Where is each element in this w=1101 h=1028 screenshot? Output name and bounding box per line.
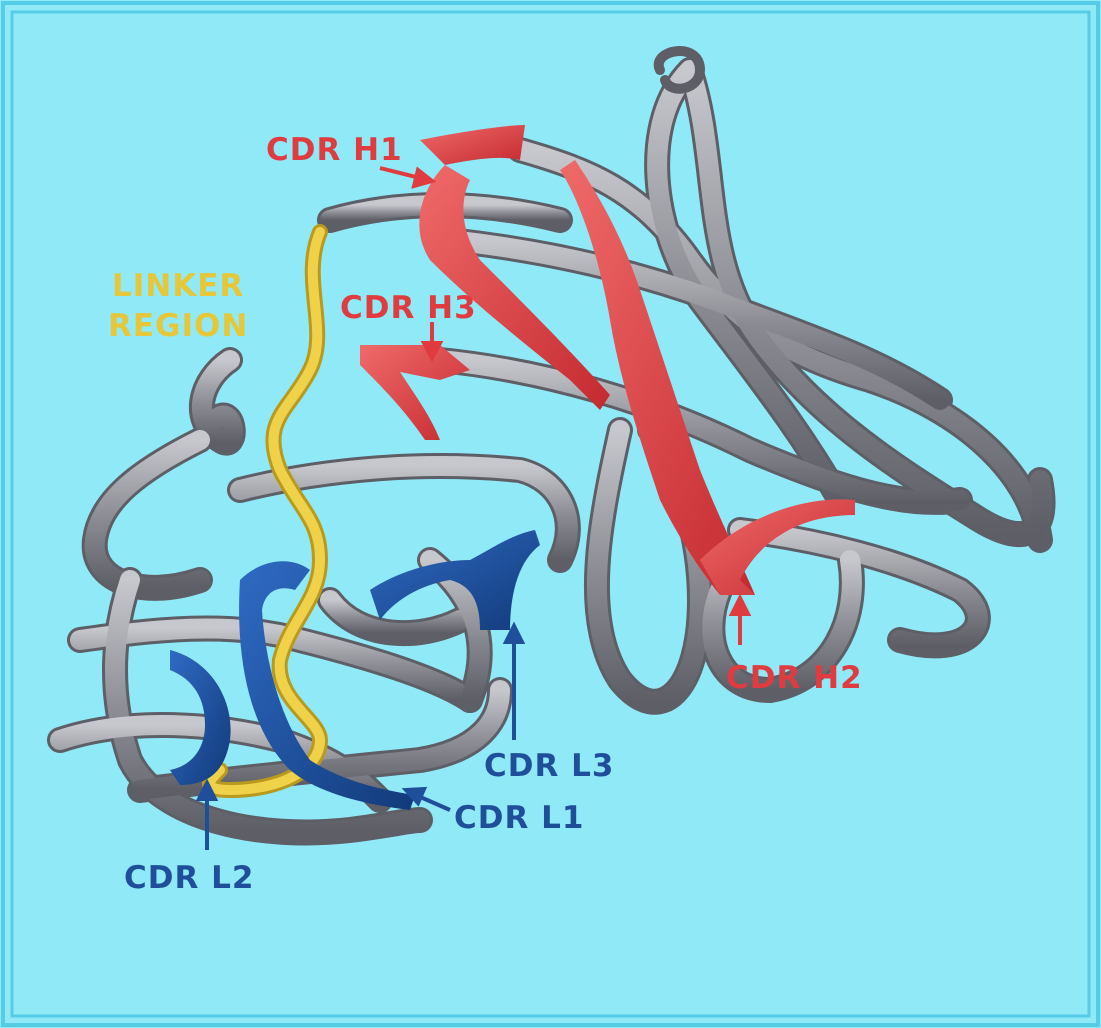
label-linker-line1: LINKER [112, 268, 244, 304]
label-cdr-h2: CDR H2 [726, 660, 863, 696]
label-cdr-h1: CDR H1 [266, 132, 403, 168]
label-cdr-l2: CDR L2 [124, 860, 254, 896]
label-cdr-l1: CDR L1 [454, 800, 584, 836]
label-cdr-l3: CDR L3 [484, 748, 614, 784]
label-cdr-h3: CDR H3 [340, 290, 477, 326]
label-linker-line2: REGION [108, 308, 248, 344]
